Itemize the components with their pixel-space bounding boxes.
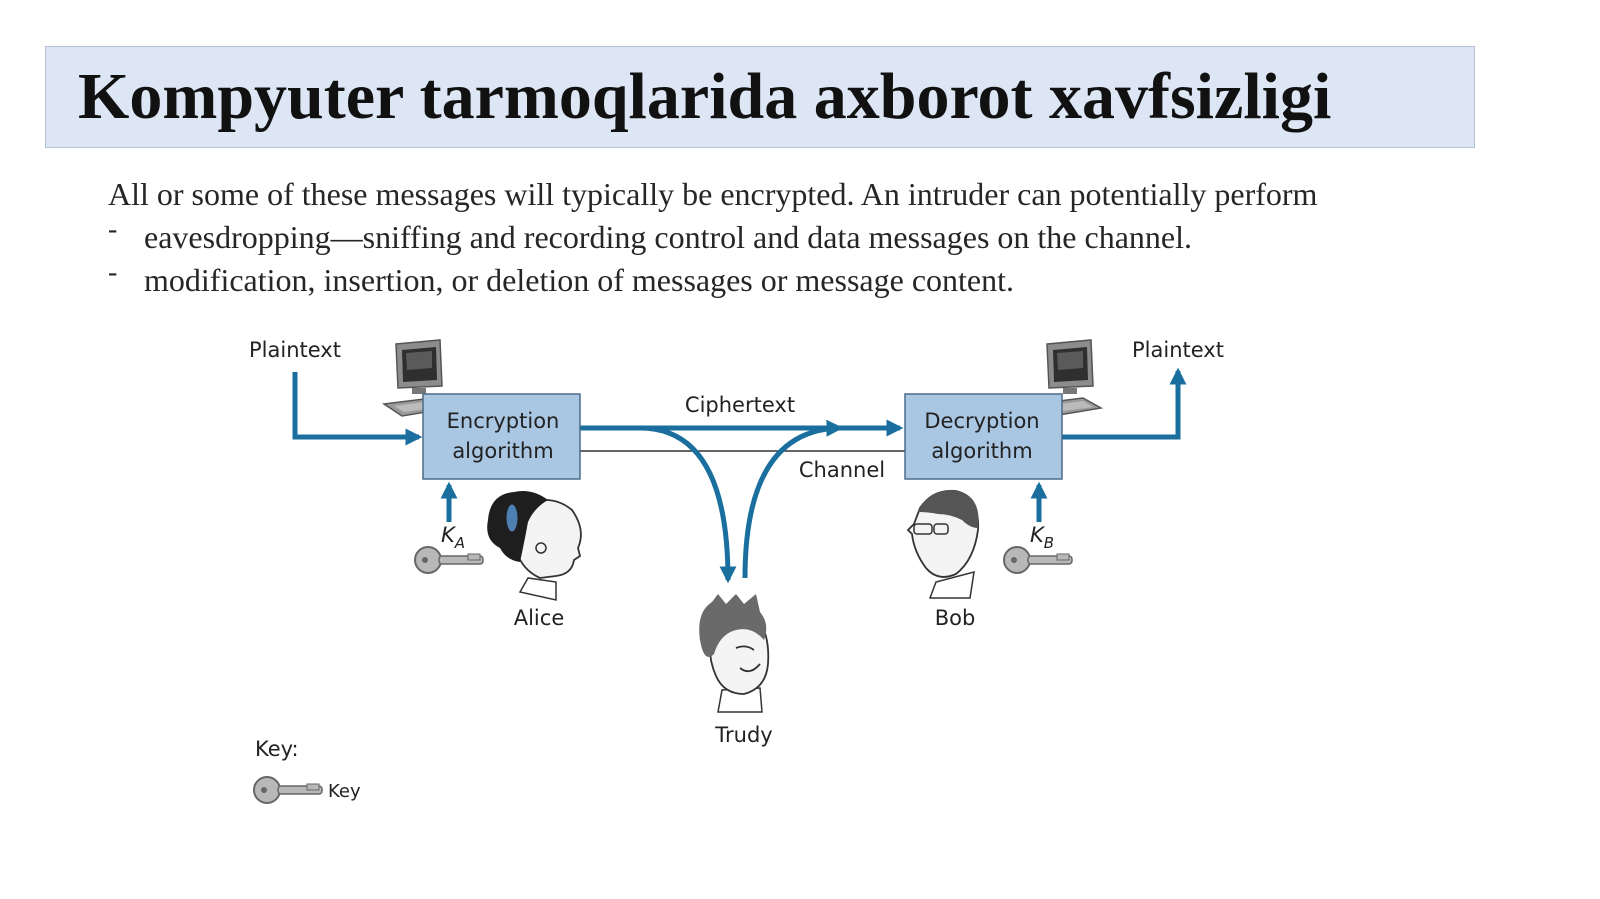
encryption-label-line2: algorithm	[452, 439, 553, 463]
bullet-text: modification, insertion, or deletion of …	[144, 262, 1014, 298]
bullet-item: - modification, insertion, or deletion o…	[108, 257, 1538, 302]
inject-arrow	[742, 419, 844, 579]
key-icon	[414, 546, 484, 574]
ciphertext-label: Ciphertext	[685, 393, 795, 417]
bob-label: Bob	[935, 606, 976, 630]
trudy-label: Trudy	[714, 723, 772, 747]
legend-key-label: Key	[328, 781, 361, 802]
plaintext-output-label: Plaintext	[1132, 338, 1224, 362]
key-icon	[1003, 546, 1073, 574]
channel-label: Channel	[799, 458, 885, 482]
legend-heading: Key:	[255, 737, 299, 761]
key-a-label: KA	[441, 523, 465, 552]
plaintext-input-arrow	[292, 372, 423, 446]
key-b-label: KB	[1030, 523, 1054, 552]
bullet-text: eavesdropping—sniffing and recording con…	[144, 219, 1192, 255]
decryption-box	[904, 393, 1063, 480]
decryption-label-line1: Decryption	[924, 409, 1039, 433]
bullet-item: - eavesdropping—sniffing and recording c…	[108, 214, 1538, 259]
alice-label: Alice	[514, 606, 565, 630]
bullet-marker: -	[108, 214, 118, 245]
encryption-box	[422, 393, 581, 480]
bullet-marker: -	[108, 257, 118, 288]
decryption-label-line2: algorithm	[931, 439, 1032, 463]
alice-figure	[487, 491, 582, 601]
plaintext-input-label: Plaintext	[249, 338, 341, 362]
body-text: All or some of these messages will typic…	[108, 172, 1538, 302]
intro-paragraph: All or some of these messages will typic…	[108, 176, 1318, 212]
intercept-arrow	[639, 425, 737, 584]
plaintext-output-arrow	[1062, 367, 1187, 440]
encryption-label-line1: Encryption	[447, 409, 560, 433]
title-bar: Kompyuter tarmoqlarida axborot xavfsizli…	[45, 46, 1475, 148]
legend-key-icon	[253, 776, 323, 804]
bob-figure	[906, 489, 980, 599]
slide-title: Kompyuter tarmoqlarida axborot xavfsizli…	[78, 60, 1332, 133]
trudy-figure	[699, 594, 770, 713]
